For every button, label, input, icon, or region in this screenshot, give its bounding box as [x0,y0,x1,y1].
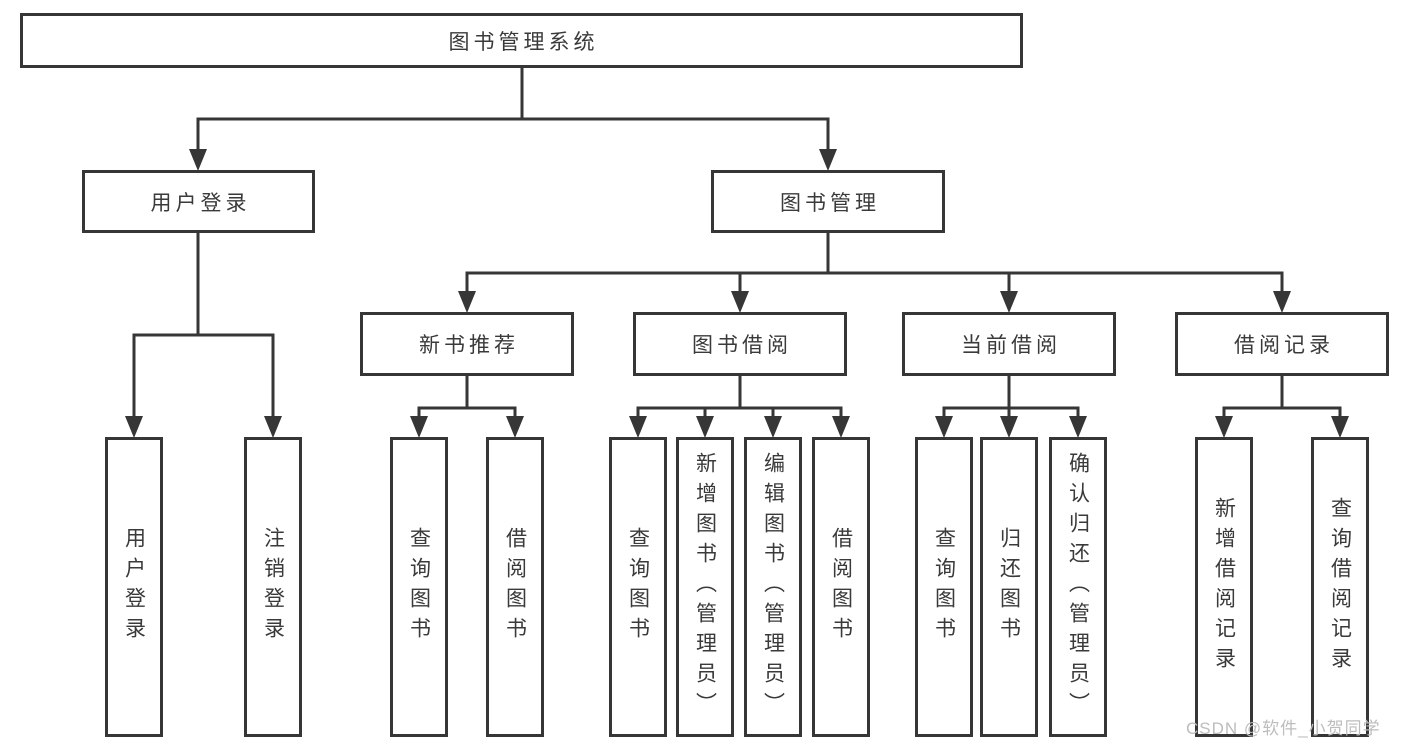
node-label: 用户登录 [122,527,146,647]
node-library-management-system: 图书管理系统 [20,13,1023,68]
leaf-borrow-books: 借阅图书 [812,437,870,737]
node-current-borrowing: 当前借阅 [902,312,1116,376]
leaf-query-books-current: 查询图书 [915,437,973,737]
node-label: 查询借阅记录 [1328,497,1352,677]
node-label: 借阅记录 [1234,334,1334,357]
node-label: 图书借阅 [692,334,792,357]
csdn-watermark: CSDN @软件_小贺同学 [1186,719,1381,738]
node-label: 查询图书 [932,527,956,647]
node-label: 新书推荐 [419,334,519,357]
node-borrowing-records: 借阅记录 [1175,312,1389,376]
leaf-query-borrow-record: 查询借阅记录 [1311,437,1369,737]
node-label: 用户登录 [150,191,251,215]
leaf-user-login: 用户登录 [105,437,163,737]
node-label: 新增借阅记录 [1212,497,1236,677]
node-label: 图书管理系统 [448,30,599,54]
node-book-borrowing: 图书借阅 [633,312,847,376]
node-label: 借阅图书 [503,527,527,647]
leaf-borrow-books-recommend: 借阅图书 [486,437,544,737]
leaf-query-books-recommend: 查询图书 [390,437,448,737]
node-label: 当前借阅 [961,334,1061,357]
node-label: 查询图书 [626,527,650,647]
leaf-edit-book-admin: 编辑图书（管理员） [744,437,802,737]
node-label: 确认归还（管理员） [1066,452,1090,722]
node-label: 借阅图书 [829,527,853,647]
node-label: 归还图书 [997,527,1021,647]
node-label: 新增图书（管理员） [693,452,717,722]
leaf-confirm-return-admin: 确认归还（管理员） [1049,437,1107,737]
node-new-book-recommendation: 新书推荐 [360,312,574,376]
leaf-logout: 注销登录 [244,437,302,737]
node-book-management: 图书管理 [711,170,945,233]
leaf-add-book-admin: 新增图书（管理员） [676,437,734,737]
node-label: 查询图书 [407,527,431,647]
leaf-query-books-borrow: 查询图书 [609,437,667,737]
node-label: 编辑图书（管理员） [761,452,785,722]
node-label: 图书管理 [780,191,880,215]
node-label: 注销登录 [261,527,285,647]
leaf-add-borrow-record: 新增借阅记录 [1195,437,1253,737]
leaf-return-books: 归还图书 [980,437,1038,737]
node-user-login: 用户登录 [82,170,315,233]
